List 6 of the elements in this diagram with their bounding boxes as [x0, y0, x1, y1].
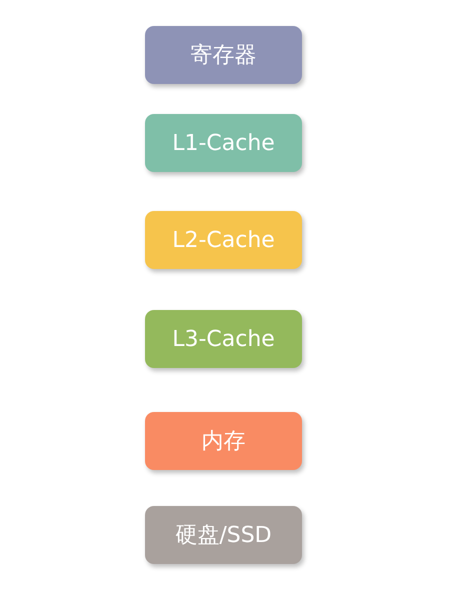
memory-level-box: L3-Cache — [145, 310, 302, 368]
memory-level-box: L1-Cache — [145, 114, 302, 172]
memory-level-box: 寄存器 — [145, 26, 302, 84]
memory-level-box: 内存 — [145, 412, 302, 470]
memory-level-box: L2-Cache — [145, 211, 302, 269]
memory-level-box: 硬盘/SSD — [145, 506, 302, 564]
